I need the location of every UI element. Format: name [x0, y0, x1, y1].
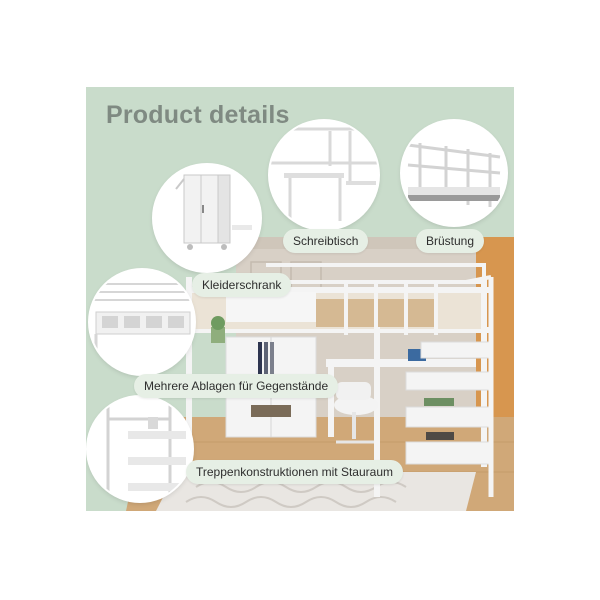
wardrobe-label: Kleiderschrank [192, 273, 292, 297]
page-title: Product details [106, 101, 290, 129]
desk-detail-image [270, 121, 378, 229]
shelves-detail-image [90, 270, 194, 374]
railing-detail-image [402, 121, 506, 225]
shelves-label: Mehrere Ablagen für Gegenstände [134, 374, 339, 398]
product-detail-panel: Product details [86, 87, 514, 511]
desk-label: Schreibtisch [283, 229, 369, 253]
railing-label: Brüstung [416, 229, 485, 253]
wardrobe-detail-image [154, 165, 260, 271]
stairs-detail-image [88, 397, 192, 501]
loft-bed-scene-image [126, 237, 514, 511]
stairs-label: Treppenkonstruktionen mit Stauraum [186, 460, 403, 484]
